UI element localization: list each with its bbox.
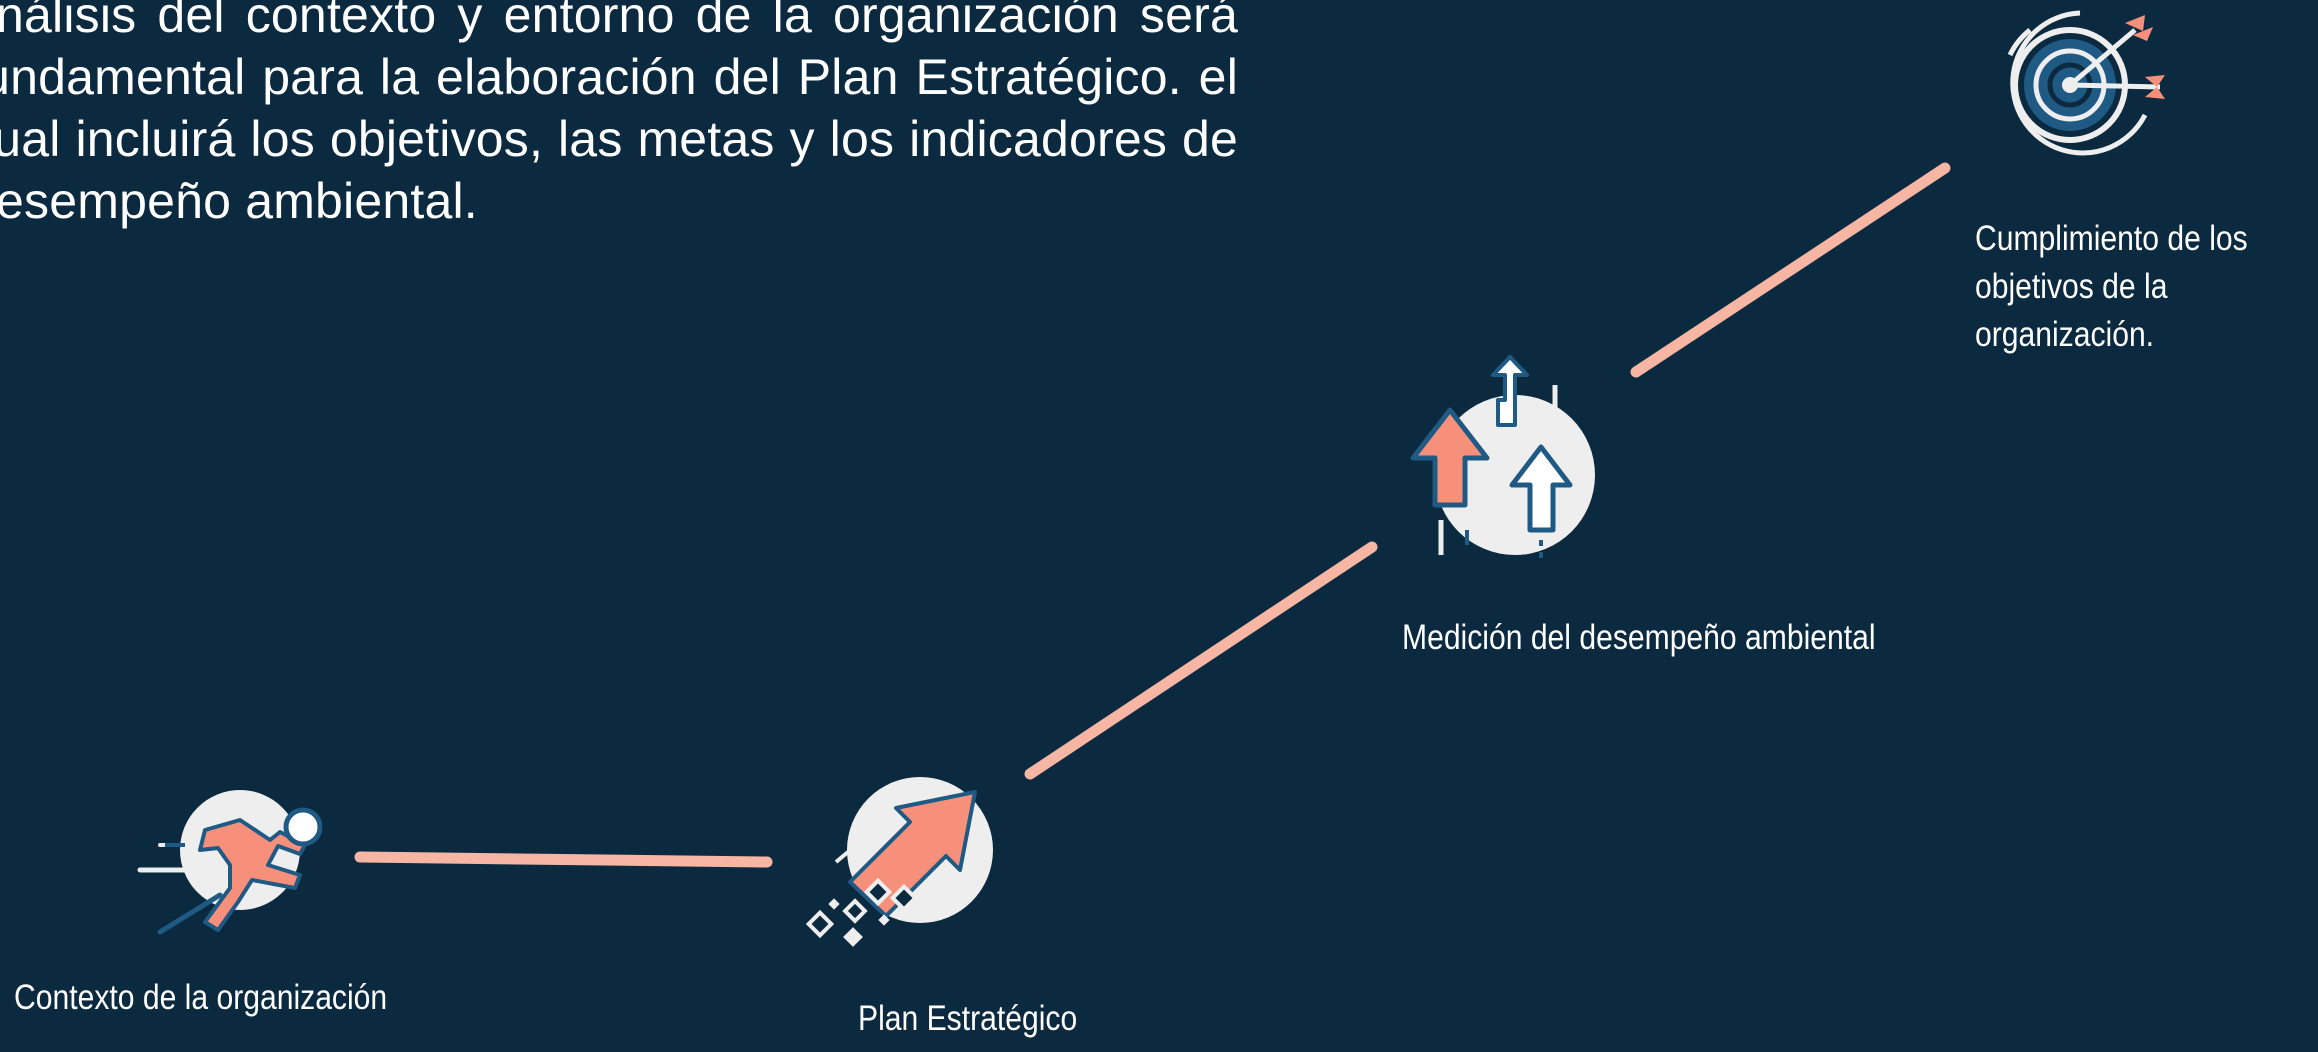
- step-label-contexto: Contexto de la organización: [14, 978, 388, 1017]
- step-label-cumplimiento: Cumplimiento de los objetivos de la orga…: [1975, 219, 2248, 354]
- connector-2: [1024, 541, 1378, 780]
- step-label-plan-estrategico: Plan Estratégico: [858, 999, 1078, 1038]
- target-arrows-icon: [2007, 10, 2165, 156]
- step-label-medicion: Medición del desempeño ambiental: [1402, 618, 1876, 657]
- growth-arrow-icon: [805, 777, 993, 947]
- intro-paragraph: análisis del contexto y entorno de la or…: [0, 0, 1238, 229]
- connector-1: [354, 851, 773, 868]
- connector-3: [1630, 162, 1951, 378]
- rising-arrows-icon: [1410, 355, 1595, 560]
- running-person-icon: [137, 790, 323, 935]
